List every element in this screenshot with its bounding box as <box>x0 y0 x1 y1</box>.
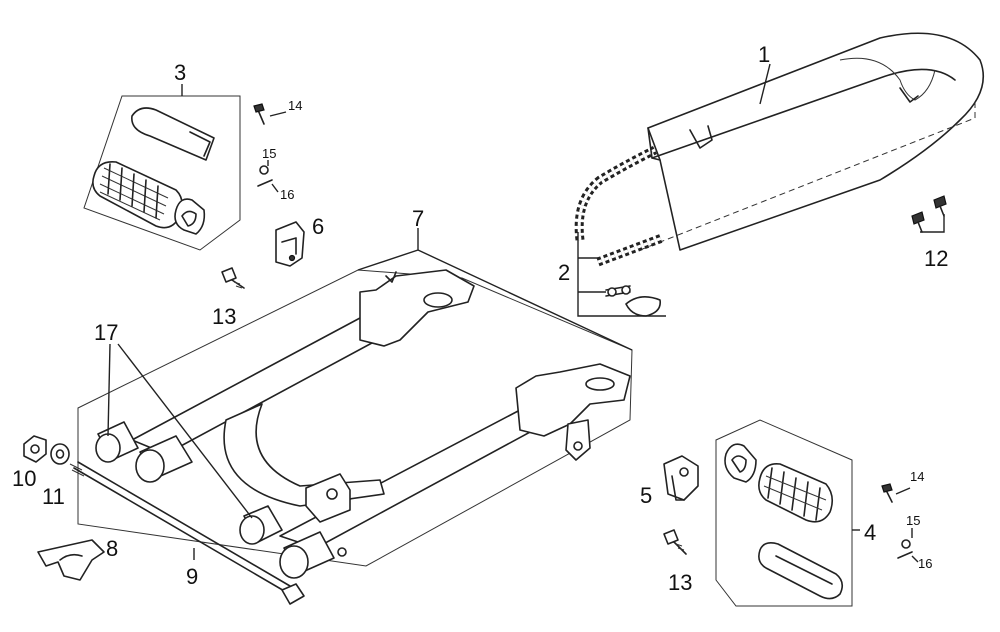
footrest-assy-left <box>83 84 241 251</box>
callout-8: 8 <box>106 536 118 561</box>
callout-14-upper: 14 <box>288 98 302 113</box>
chain-guard <box>639 32 984 251</box>
callout-15-lower: 15 <box>906 513 920 528</box>
hardware-upper-14-15-16 <box>253 103 287 193</box>
callout-4: 4 <box>864 520 876 545</box>
callout-2: 2 <box>558 260 570 285</box>
nut-part-10 <box>23 435 47 463</box>
callout-3: 3 <box>174 60 186 85</box>
pivot-bolt-part-9 <box>69 461 305 605</box>
bolt-part-13-upper <box>221 267 245 289</box>
callout-5: 5 <box>640 483 652 508</box>
leader-1 <box>759 63 771 105</box>
callout-1: 1 <box>758 42 770 67</box>
callout-7: 7 <box>412 206 424 231</box>
callout-13-upper: 13 <box>212 304 236 329</box>
swing-arm <box>77 228 633 579</box>
callout-17: 17 <box>94 320 118 345</box>
callout-14-lower: 14 <box>910 469 924 484</box>
callout-10: 10 <box>12 466 36 491</box>
leader-17 <box>107 343 253 519</box>
hardware-lower-14-15-16 <box>881 483 919 563</box>
callout-16-upper: 16 <box>280 187 294 202</box>
bracket-part-5 <box>663 455 699 501</box>
callout-9: 9 <box>186 564 198 589</box>
callout-6: 6 <box>312 214 324 239</box>
guide-part-8 <box>37 539 105 581</box>
callout-16-lower: 16 <box>918 556 932 571</box>
callout-13-lower: 13 <box>668 570 692 595</box>
bolts-part-12 <box>911 195 947 233</box>
callout-11: 11 <box>42 484 65 509</box>
callout-15-upper: 15 <box>262 146 276 161</box>
bolt-part-13-lower <box>663 529 687 555</box>
drive-chain <box>574 145 666 317</box>
footrest-assy-right <box>715 419 860 607</box>
washer-part-11 <box>50 443 70 465</box>
bracket-part-6 <box>275 221 305 267</box>
callout-12: 12 <box>924 246 948 271</box>
